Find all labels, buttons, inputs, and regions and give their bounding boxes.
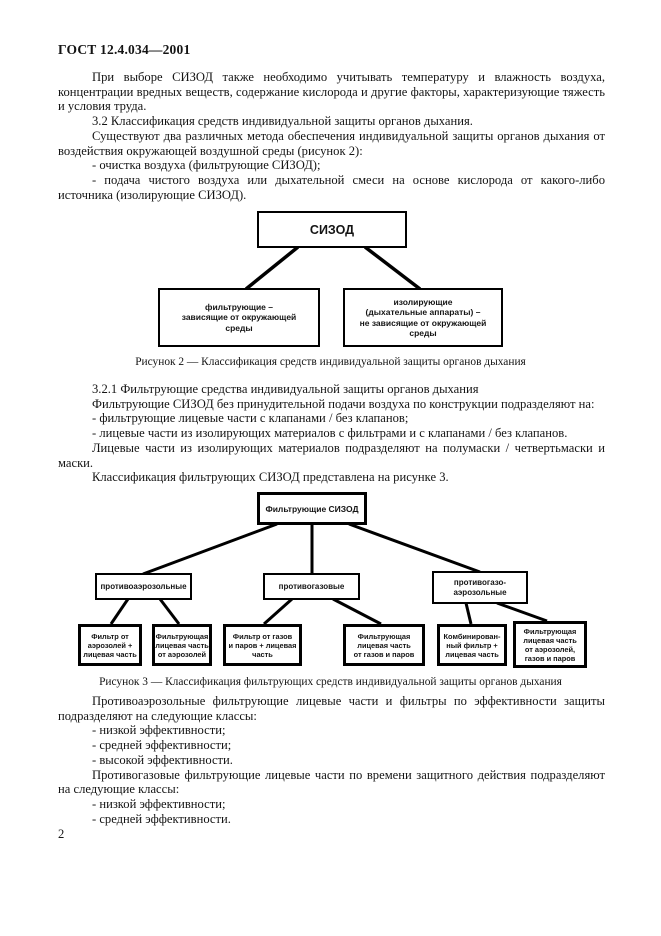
- figure3-leaf6-box: Фильтрующая лицевая часть от аэрозолей, …: [513, 621, 587, 668]
- list-item: - низкой эффективности;: [92, 796, 226, 811]
- figure-3-diagram: Фильтрующие СИЗОД противоаэрозольные про…: [0, 488, 661, 680]
- figure3-leaf1-box: Фильтр от аэрозолей + лицевая часть: [78, 624, 142, 666]
- paragraph: Существуют два различных метода обеспече…: [58, 128, 605, 158]
- figure3-antiaerosol-box: противоаэрозольные: [95, 573, 192, 600]
- figure-3-caption: Рисунок 3 — Классификация фильтрующих ср…: [99, 676, 562, 688]
- list-item: - лицевые части из изолирующих материало…: [92, 426, 568, 441]
- figure3-leaf4-box: Фильтрующая лицевая часть от газов и пар…: [343, 624, 425, 666]
- figure2-filtering-box: фильтрующие – зависящие от окружающей ср…: [158, 288, 320, 347]
- figure-3-connectors: [109, 522, 548, 626]
- document-title: ГОСТ 12.4.034—2001: [58, 42, 191, 57]
- paragraph: Фильтрующие СИЗОД без принудительной под…: [92, 396, 595, 411]
- figure3-leaf5-label: Комбинирован- ный фильтр + лицевая часть: [443, 631, 501, 659]
- figure3-antigas-label: противогазовые: [278, 581, 345, 591]
- figure3-leaf1-label: Фильтр от аэрозолей + лицевая часть: [83, 631, 137, 659]
- paragraph: При выборе СИЗОД также необходимо учитыв…: [58, 70, 605, 114]
- paragraph: Лицевые части из изолирующих материалов …: [58, 440, 605, 470]
- figure3-antigas-box: противогазовые: [263, 573, 360, 600]
- figure2-filtering-label: фильтрующие – зависящие от окружающей ср…: [181, 301, 297, 333]
- section-321-text-block: 3.2.1 Фильтрующие средства индивидуально…: [58, 382, 605, 485]
- bottom-text-block: Противоаэрозольные фильтрующие лицевые ч…: [58, 694, 605, 826]
- paragraph: Классификация фильтрующих СИЗОД представ…: [92, 470, 449, 485]
- figure-2-diagram: СИЗОД фильтрующие – зависящие от окружаю…: [0, 205, 661, 355]
- figure3-leaf4-label: Фильтрующая лицевая часть от газов и пар…: [353, 631, 415, 659]
- figure-2-caption: Рисунок 2 — Классификация средств индиви…: [135, 356, 526, 368]
- top-text-block: При выборе СИЗОД также необходимо учитыв…: [58, 70, 605, 202]
- page-number: 2: [58, 827, 65, 841]
- figure3-leaf5-box: Комбинирован- ный фильтр + лицевая часть: [437, 624, 507, 666]
- figure-2-connectors: [244, 245, 422, 291]
- figure3-root-label: Фильтрующие СИЗОД: [265, 503, 359, 514]
- figure3-leaf2-box: Фильтрующая лицевая часть от аэрозолей: [152, 624, 212, 666]
- figure2-isolating-label: изолирующие (дыхательные аппараты) – не …: [359, 296, 487, 339]
- list-item: - низкой эффективности;: [92, 723, 226, 738]
- figure3-leaf2-label: Фильтрующая лицевая часть от аэрозолей: [155, 631, 209, 659]
- figure3-root-box: Фильтрующие СИЗОД: [257, 492, 367, 525]
- figure3-gasaerosol-label: противогазо- аэрозольные: [453, 578, 507, 597]
- list-item: - очистка воздуха (фильтрующие СИЗОД);: [92, 158, 321, 173]
- list-item: - фильтрующие лицевые части с клапанами …: [92, 411, 409, 426]
- list-item: - средней эффективности.: [92, 811, 231, 826]
- list-item: - средней эффективности;: [92, 738, 232, 753]
- figure3-leaf6-label: Фильтрующая лицевая часть от аэрозолей, …: [523, 626, 577, 663]
- figure3-antiaerosol-label: противоаэрозольные: [100, 581, 187, 591]
- paragraph: Противогазовые фильтрующие лицевые части…: [58, 767, 605, 797]
- section-heading-3-2: 3.2 Классификация средств индивидуальной…: [92, 114, 473, 129]
- section-heading-3-2-1: 3.2.1 Фильтрующие средства индивидуально…: [92, 382, 479, 396]
- figure2-root-box: СИЗОД: [257, 211, 407, 248]
- figure3-gasaerosol-box: противогазо- аэрозольные: [432, 571, 528, 604]
- paragraph: Противоаэрозольные фильтрующие лицевые ч…: [58, 694, 605, 723]
- figure2-root-label: СИЗОД: [309, 222, 355, 237]
- figure3-leaf3-label: Фильтр от газов и паров + лицевая часть: [228, 631, 297, 659]
- figure3-leaf3-box: Фильтр от газов и паров + лицевая часть: [223, 624, 302, 666]
- figure2-isolating-box: изолирующие (дыхательные аппараты) – не …: [343, 288, 503, 347]
- list-item: - высокой эффективности.: [92, 752, 233, 767]
- paragraph: - подача чистого воздуха или дыхательной…: [58, 172, 605, 202]
